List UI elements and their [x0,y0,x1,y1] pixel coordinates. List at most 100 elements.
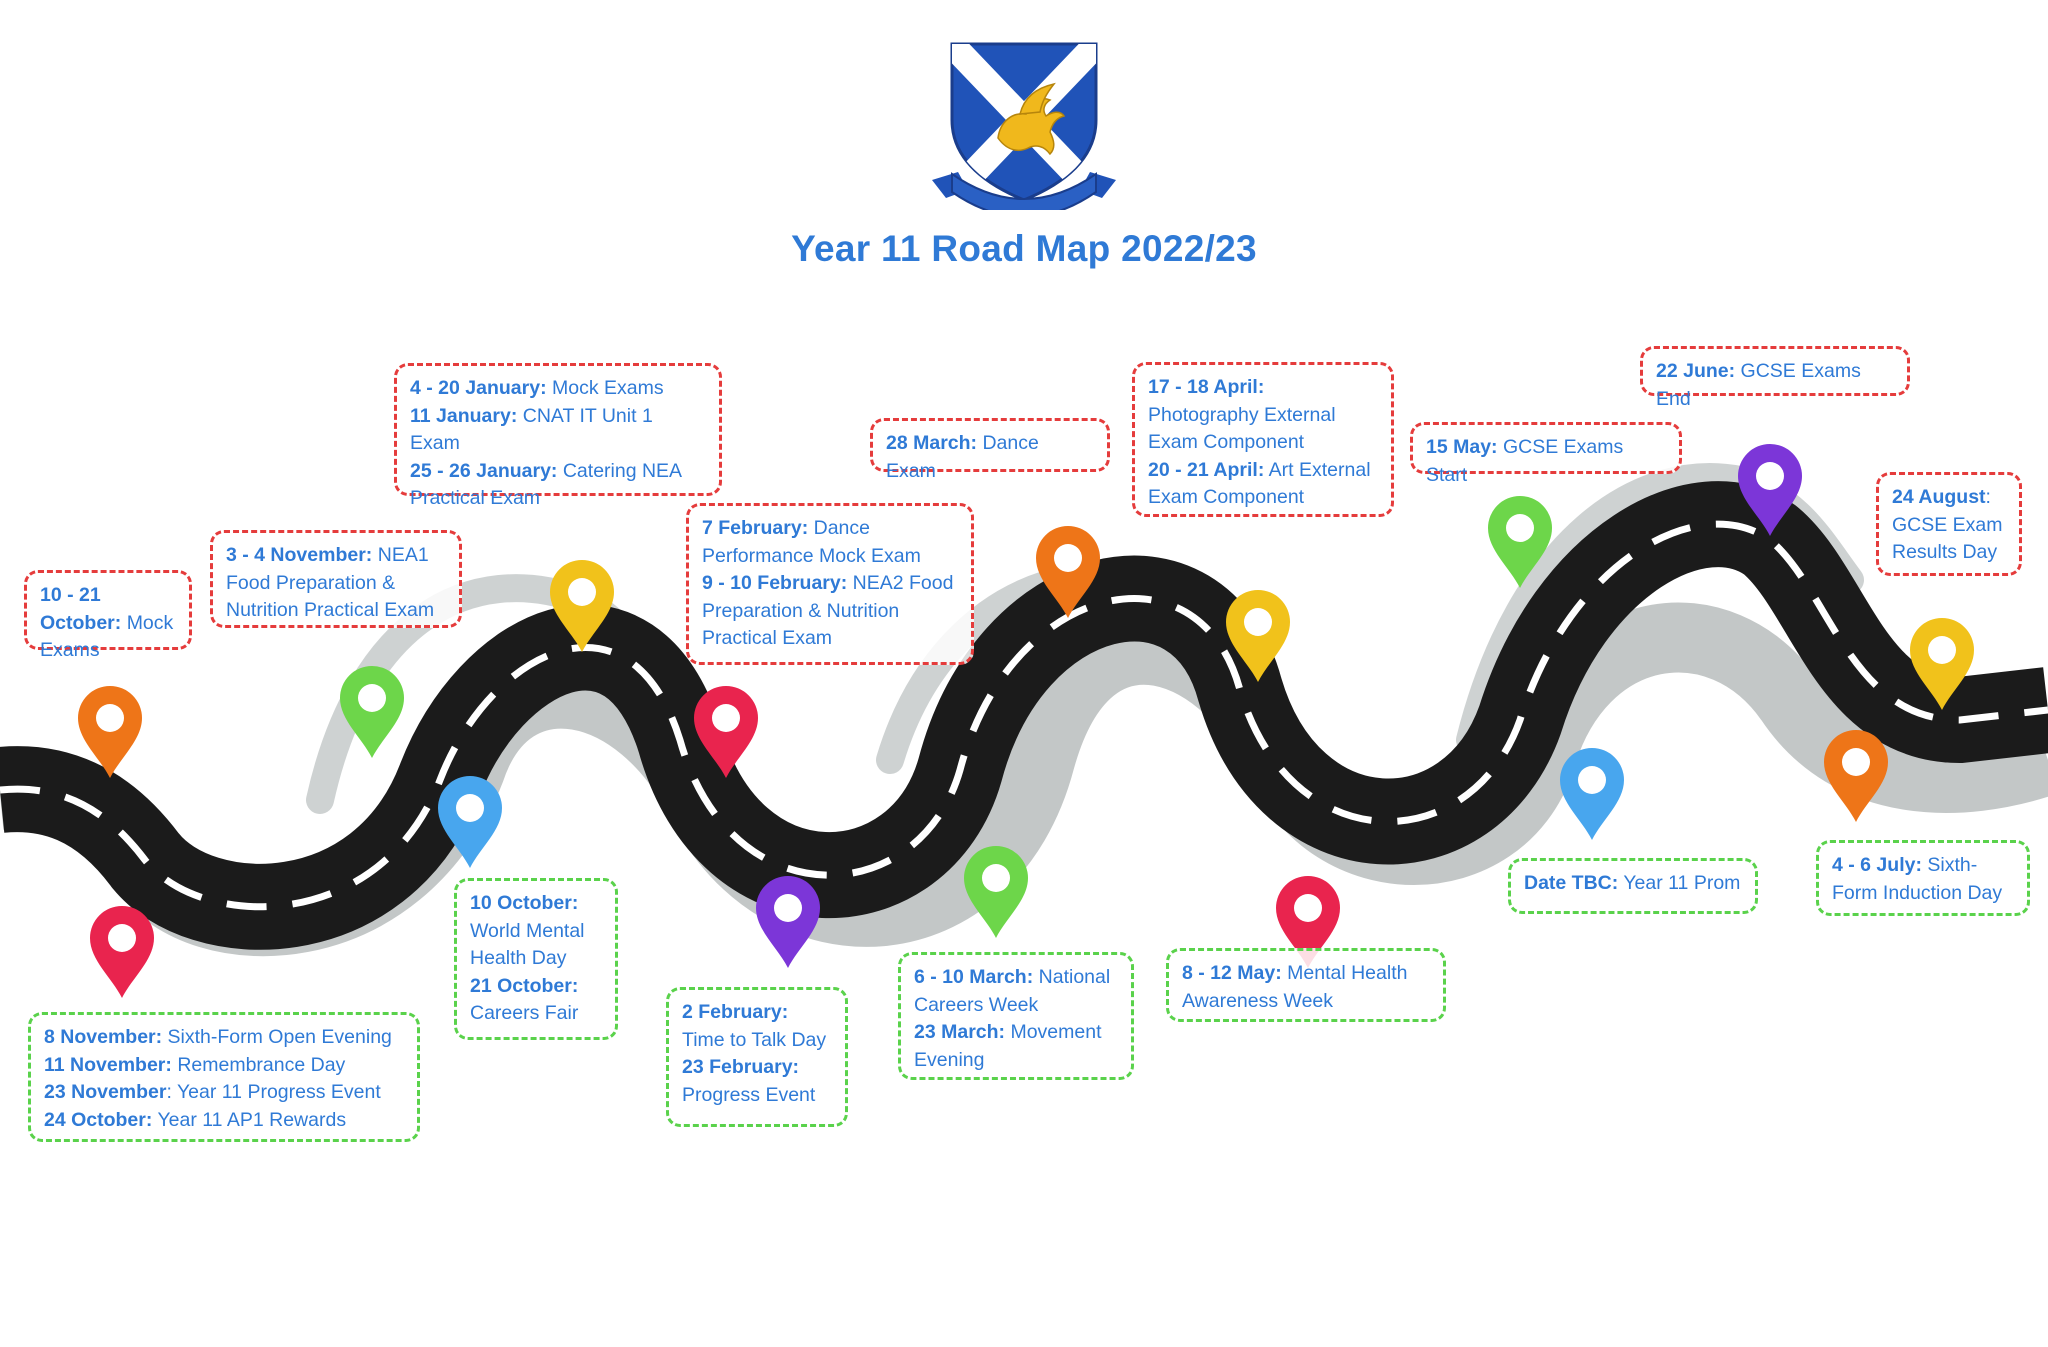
map-pin-icon [1036,526,1100,618]
event-box-gcse-end: 22 June: GCSE Exams End [1640,346,1910,410]
event-item: 8 November: Sixth-Form Open Evening [44,1024,404,1052]
event-item: 10 - 21 October: Mock Exams [40,582,176,665]
event-item: 23 November: Year 11 Progress Event [44,1079,404,1107]
event-text: Mental Health Awareness Week [1182,962,1408,1012]
event-box-induction-day: 4 - 6 July: Sixth-Form Induction Day [1816,840,2030,916]
event-date: 7 February: [702,517,809,539]
school-crest-logo [928,40,1120,218]
event-box-february-progress: 2 February: Time to Talk Day 23 February… [666,987,848,1127]
event-text: Dance Performance Mock Exam [702,517,921,567]
map-pin-icon [340,666,404,758]
event-box-prom: Date TBC: Year 11 Prom [1508,858,1758,914]
event-item: 7 February: Dance Performance Mock Exam [702,515,958,570]
event-text: Art External Exam Component [1148,458,1371,509]
event-item: 4 - 20 January: Mock Exams [410,375,706,403]
event-item: 11 November: Remembrance Day [44,1052,404,1080]
event-item: 21 October: Careers Fair [470,973,602,1028]
event-date: 15 May: [1426,436,1498,458]
event-text: Movement Evening [914,1021,1102,1071]
event-box-february: 7 February: Dance Performance Mock Exam … [686,503,974,665]
event-text: Year 11 Prom [1623,872,1741,894]
event-date: 24 October: [44,1108,153,1131]
event-date: 8 November: [44,1026,163,1048]
map-pin-icon [1226,590,1290,682]
crest-icon [932,42,1116,218]
event-text: Mock Exams [552,377,664,399]
event-date: 22 June: [1656,360,1736,382]
event-text: Year 11 AP1 Rewards [157,1108,347,1131]
event-date: 6 - 10 March: [914,966,1034,988]
event-text: Sixth-Form Open Evening [167,1026,392,1048]
event-box-gcse-start: 15 May: GCSE Exams Start [1410,422,1682,486]
event-date: 11 November: [44,1053,172,1076]
event-text: GCSE Exams End [1656,360,1861,410]
event-date: 4 - 6 July: [1832,854,1922,876]
event-date: 23 February: [682,1056,800,1078]
map-pin-icon [756,876,820,968]
event-item: 10 October: World Mental Health Day [470,890,602,973]
event-text: Time to Talk Day [682,1028,827,1051]
event-text: Photography External Exam Component [1148,403,1336,454]
event-text: NEA2 Food Preparation & Nutrition Practi… [702,572,954,649]
event-text: World Mental Health Day [470,919,585,970]
event-date: 8 - 12 May: [1182,962,1282,984]
event-text: National Careers Week [914,966,1111,1016]
event-item: 23 March: Movement Evening [914,1019,1118,1074]
map-pin-icon [1910,618,1974,710]
event-date: 10 - 21 October: [40,584,122,634]
event-date: 3 - 4 November: [226,544,373,566]
event-box-november: 8 November: Sixth-Form Open Evening 11 N… [28,1012,420,1142]
event-text: Careers Fair [470,1002,579,1024]
event-box-nea1-food: 3 - 4 November: NEA1 Food Preparation & … [210,530,462,628]
event-box-mental-health-week: 8 - 12 May: Mental Health Awareness Week [1166,948,1446,1022]
event-item: Date TBC: Year 11 Prom [1524,870,1742,898]
map-pin-icon [90,906,154,998]
event-date: 24 August [1892,486,1986,508]
event-date: 10 October: [470,892,579,914]
event-item: 9 - 10 February: NEA2 Food Preparation &… [702,570,958,653]
map-pin-icon [1276,876,1340,968]
event-date: 23 November [44,1081,167,1103]
event-box-october-wellbeing: 10 October: World Mental Health Day 21 O… [454,878,618,1040]
road-center-line [0,520,2048,911]
event-text: Remembrance Day [177,1053,346,1076]
page-title: Year 11 Road Map 2022/23 [791,228,1257,269]
event-text: : Year 11 Progress Event [166,1081,381,1103]
event-item: 23 February: Progress Event [682,1054,832,1109]
event-date: 20 - 21 April: [1148,458,1265,481]
event-text: NEA1 Food Preparation & Nutrition Practi… [226,544,435,621]
map-pin-icon [964,846,1028,938]
event-date: 28 March: [886,432,978,454]
event-item: 11 January: CNAT IT Unit 1 Exam [410,403,706,458]
event-item: 17 - 18 April: Photography External Exam… [1148,374,1378,457]
event-box-oct-mock-exams: 10 - 21 October: Mock Exams [24,570,192,661]
event-item: 3 - 4 November: NEA1 Food Preparation & … [226,542,446,625]
event-item: 20 - 21 April: Art External Exam Compone… [1148,457,1378,512]
event-item: 6 - 10 March: National Careers Week [914,964,1118,1019]
map-pin-icon [78,686,142,778]
event-box-january: 4 - 20 January: Mock Exams 11 January: C… [394,363,722,509]
event-date: 25 - 26 January: [410,459,558,482]
event-date: 2 February: [682,1001,789,1023]
event-item: 24 August: GCSE Exam Results Day [1892,484,2006,567]
event-date: 9 - 10 February: [702,572,848,594]
event-item: 25 - 26 January: Catering NEA Practical … [410,458,706,513]
map-pin-icon [1488,496,1552,588]
map-pins [78,444,1974,998]
event-text: GCSE Exams Start [1426,436,1624,486]
event-date: 21 October: [470,974,579,997]
map-pin-icon [694,686,758,778]
event-item: 22 June: GCSE Exams End [1656,358,1894,413]
event-text: Sixth-Form Induction Day [1832,854,2003,904]
event-item: 8 - 12 May: Mental Health Awareness Week [1182,960,1430,1015]
event-item: 24 October: Year 11 AP1 Rewards [44,1107,404,1135]
map-pin-icon [1560,748,1624,840]
event-date: 11 January: [410,404,518,427]
event-item: 2 February: Time to Talk Day [682,999,832,1054]
event-text: Progress Event [682,1083,816,1106]
event-item: 4 - 6 July: Sixth-Form Induction Day [1832,852,2014,907]
event-box-march-careers: 6 - 10 March: National Careers Week 23 M… [898,952,1134,1080]
event-box-results-day: 24 August: GCSE Exam Results Day [1876,472,2022,576]
event-text: Dance Exam [886,432,1039,482]
